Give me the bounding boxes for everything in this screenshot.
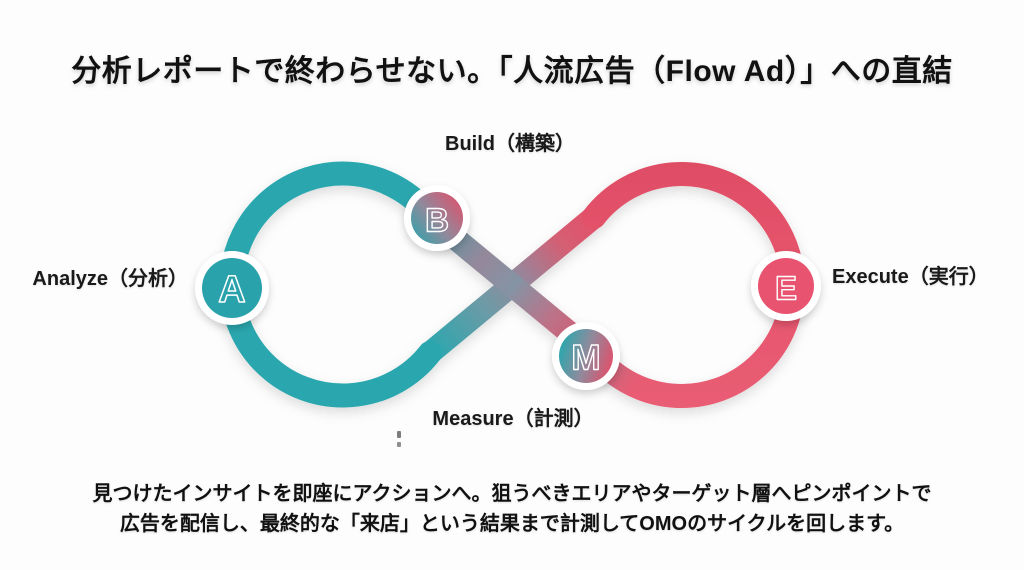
description-line-1: 見つけたインサイトを即座にアクションへ。狙うべきエリアやターゲット層へピンポイン… — [92, 483, 932, 505]
measure-node: M — [552, 322, 620, 390]
execute-node-letter: E — [775, 270, 797, 307]
build-node-letter: B — [425, 202, 449, 239]
artifact-dots — [397, 431, 401, 447]
execute-node: E — [751, 251, 821, 321]
page-title: 分析レポートで終わらせない。「人流広告（Flow Ad）」への直結 — [71, 55, 953, 88]
measure-label: Measure（計測） — [432, 408, 594, 430]
measure-node-letter: M — [571, 339, 600, 378]
description-line-2: 広告を配信し、最終的な「来店」という結果まで計測してOMOのサイクルを回します。 — [119, 513, 905, 535]
analyze-label: Analyze（分析） — [32, 268, 188, 290]
build-label: Build（構築） — [445, 133, 575, 155]
analyze-node: A — [195, 251, 269, 325]
build-node: B — [404, 185, 470, 251]
analyze-node-letter: A — [218, 269, 245, 311]
execute-label: Execute（実行） — [832, 266, 989, 288]
